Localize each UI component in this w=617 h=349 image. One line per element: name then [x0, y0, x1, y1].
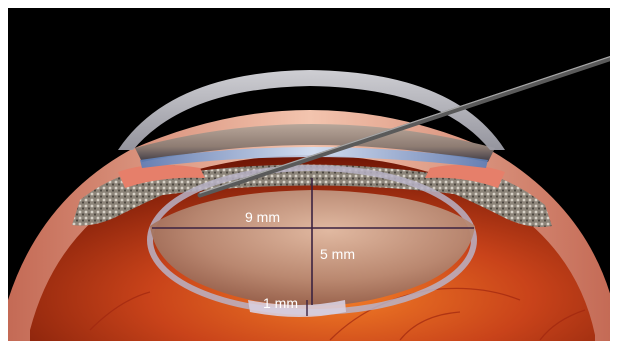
depth-label: 5 mm — [320, 246, 355, 262]
thickness-label: 1 mm — [263, 295, 298, 311]
width-label: 9 mm — [245, 209, 280, 225]
